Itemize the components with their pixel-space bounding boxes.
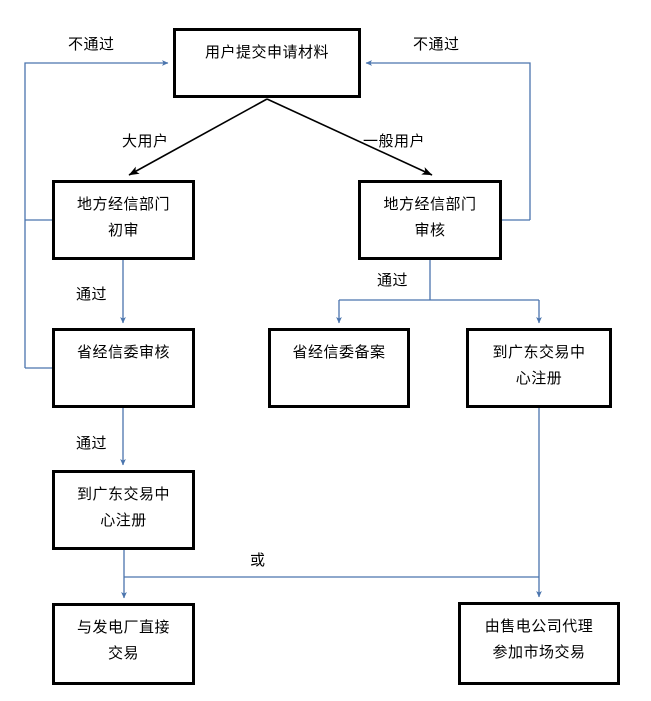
edge-label-big-user: 大用户 [122, 133, 169, 150]
edge-label-reject-right: 不通过 [413, 36, 460, 53]
node-register-gd-left[interactable]: 到广东交易中 心注册 [52, 470, 195, 550]
node-submit[interactable]: 用户提交申请材料 [173, 28, 361, 98]
edge-label-or: 或 [250, 552, 266, 569]
edge-submit-to-local-first-review [128, 98, 268, 176]
node-register-gd-right[interactable]: 到广东交易中 心注册 [466, 328, 612, 408]
node-provincial-review[interactable]: 省经信委审核 [52, 328, 195, 408]
node-local-first-review[interactable]: 地方经信部门 初审 [52, 180, 195, 260]
edge-left-reject-loop [24, 60, 169, 369]
edge-label-reject-left: 不通过 [68, 36, 115, 53]
node-provincial-record[interactable]: 省经信委备案 [268, 328, 410, 408]
edge-label-pass-3: 通过 [76, 435, 108, 452]
node-direct-trade[interactable]: 与发电厂直接 交易 [52, 603, 195, 685]
edge-label-pass-1: 通过 [76, 286, 108, 303]
edge-submit-to-local-review [266, 98, 433, 176]
node-local-review[interactable]: 地方经信部门 审核 [358, 180, 502, 260]
edge-register-left-to-bottom [121, 550, 539, 599]
edge-local-review-split [336, 260, 542, 324]
node-retailer-trade[interactable]: 由售电公司代理 参加市场交易 [458, 602, 620, 685]
edge-label-pass-2: 通过 [377, 272, 409, 289]
edge-label-normal-user: 一般用户 [363, 133, 426, 150]
edge-right-reject-loop [365, 60, 531, 221]
